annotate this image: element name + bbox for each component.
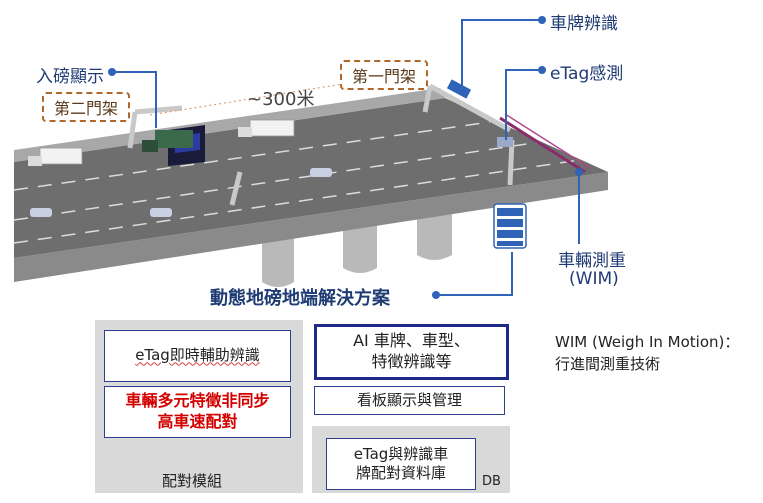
highway-barrier (14, 88, 445, 162)
distance-label: ~300米 (247, 89, 315, 110)
ai-recognition-box: AI 車牌、車型、 特徵辨識等 (314, 324, 509, 380)
plate-recognition-label: 車牌辨識 (550, 14, 618, 34)
etag-assist-box: eTag即時輔助辨識 (104, 330, 291, 382)
etag-sensing-label: eTag感測 (550, 64, 624, 84)
wim-sensor-strip (499, 116, 586, 174)
truck-left (28, 147, 83, 166)
truck-at-gantry (142, 130, 193, 152)
etag-reader (497, 137, 513, 147)
first-gantry-tag: 第一門架 (340, 60, 429, 90)
highway-scene (13, 16, 608, 299)
highway-side (14, 172, 608, 282)
wim-note-line1: WIM (Weigh In Motion)： (555, 333, 740, 351)
server-icon (493, 203, 527, 249)
pairing-module-caption: 配對模組 (162, 472, 223, 490)
car (150, 208, 172, 217)
ai-recognition-line2: 特徵辨識等 (371, 352, 452, 371)
wim-note: WIM (Weigh In Motion)： 行進間測重技術 (555, 332, 739, 376)
weigh-display-label: 入磅顯示 (36, 67, 104, 87)
etag-assist-text: eTag即時輔助辨識 (135, 346, 260, 365)
second-gantry (127, 105, 243, 206)
callout-lines (112, 19, 580, 296)
solution-title: 動態地磅地端解決方案 (210, 288, 390, 309)
wim-label-line2: (WIM) (569, 269, 619, 289)
wim-note-line2: 行進間測重技術 (555, 354, 661, 373)
board-display-text: 看板顯示與管理 (356, 390, 462, 409)
board-display-box: 看板顯示與管理 (314, 386, 505, 415)
car (310, 168, 332, 177)
db-box: eTag與辨識車 牌配對資料庫 (326, 438, 476, 490)
plate-camera (446, 79, 472, 99)
second-gantry-tag: 第二門架 (42, 92, 131, 122)
wim-label-line1: 車輛測重 (558, 251, 626, 271)
db-line1: eTag與辨識車 (353, 444, 449, 463)
first-gantry (422, 83, 515, 186)
async-match-box: 車輛多元特徵非同步 高車速配對 (104, 386, 291, 438)
truck-middle (238, 119, 295, 137)
db-tag: DB (482, 474, 501, 489)
db-line2: 牌配對資料庫 (355, 464, 446, 482)
async-match-line1: 車輛多元特徵非同步 (125, 391, 270, 411)
highway-road (14, 98, 608, 258)
ai-recognition-line1: AI 車牌、車型、 (353, 331, 470, 351)
callout-dots (108, 16, 583, 299)
async-match-line2: 高車速配對 (157, 412, 238, 431)
car (30, 208, 52, 217)
lane-markings (13, 121, 581, 244)
